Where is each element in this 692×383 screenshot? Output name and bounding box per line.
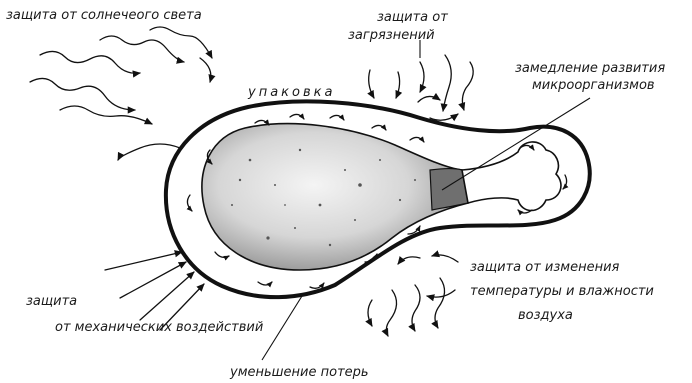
label-microorganisms-1: замедление развития	[515, 61, 665, 76]
label-microorganisms-2: микроорганизмов	[532, 78, 655, 93]
label-packaging: упаковка	[247, 85, 335, 100]
label-contamination-1: защита от	[377, 10, 448, 25]
label-contamination-2: загрязнений	[348, 28, 435, 43]
label-losses: уменьшение потерь	[229, 365, 369, 380]
temperature-arrows	[368, 255, 458, 336]
sunlight-arrows	[30, 27, 212, 160]
label-temperature-3: воздуха	[518, 308, 573, 323]
label-temperature-2: температуры и влажности	[470, 284, 654, 299]
label-mechanical-2: от механических воздействий	[55, 320, 263, 335]
leader-losses	[262, 296, 302, 360]
label-sunlight: защита от солнечеого света	[6, 8, 202, 23]
label-mechanical-1: защита	[26, 294, 77, 309]
label-temperature-1: защита от изменения	[470, 260, 620, 275]
